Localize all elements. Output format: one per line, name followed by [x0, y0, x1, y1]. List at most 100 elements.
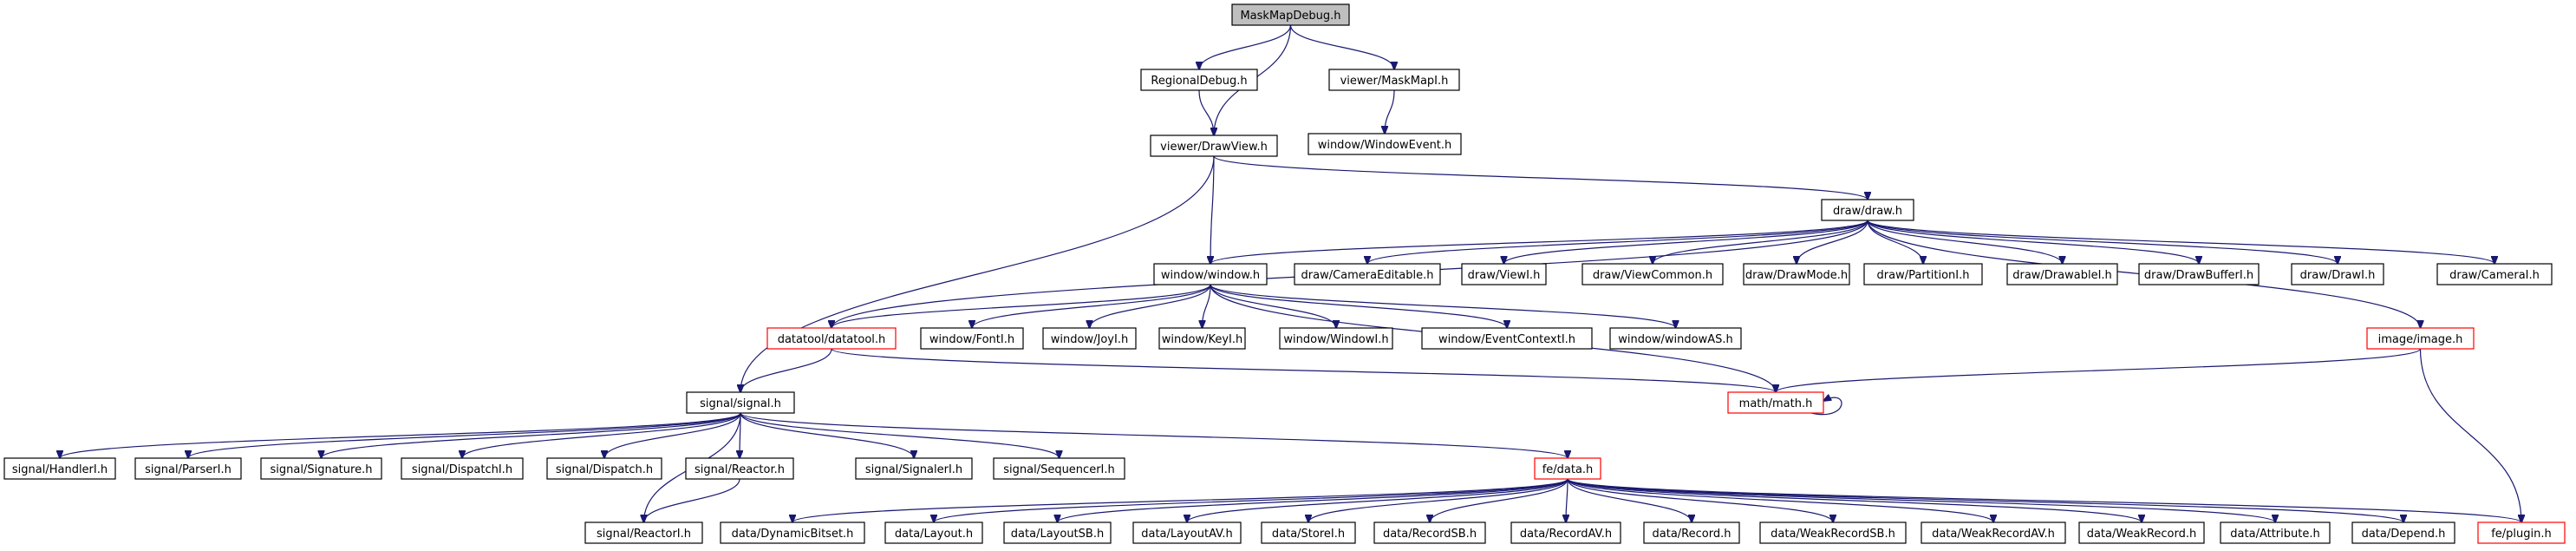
- node-window[interactable]: window/window.h: [1153, 263, 1268, 285]
- node-layoutsb[interactable]: data/LayoutSB.h: [1003, 521, 1112, 544]
- edge-fedata-to-recordav: [1566, 478, 1568, 522]
- node-signal[interactable]: signal/signal.h: [686, 391, 795, 414]
- node-fedata[interactable]: fe/data.h: [1534, 457, 1601, 480]
- node-label: data/Attribute.h: [2230, 528, 2319, 541]
- node-dispatch[interactable]: signal/Dispatch.h: [546, 457, 662, 480]
- edge-fedata-to-layoutav: [1187, 478, 1568, 522]
- node-maskmapi[interactable]: viewer/MaskMapI.h: [1328, 69, 1460, 91]
- edge-fedata-to-weakrecordav: [1567, 478, 1993, 522]
- edge-reactor-to-reactori: [644, 478, 740, 522]
- node-image[interactable]: image/image.h: [2366, 327, 2475, 350]
- edge-signal-to-dispatch: [604, 412, 741, 458]
- edge-fedata-to-attribute: [1567, 478, 2275, 522]
- node-box: [884, 521, 983, 544]
- node-draw[interactable]: draw/draw.h: [1821, 199, 1914, 221]
- node-layout[interactable]: data/Layout.h: [884, 521, 983, 544]
- node-box: [2477, 521, 2566, 544]
- node-reactori[interactable]: signal/ReactorI.h: [584, 521, 703, 544]
- node-box: [2436, 263, 2553, 285]
- edge-window-to-keyi: [1203, 284, 1211, 328]
- node-signature[interactable]: signal/Signature.h: [260, 457, 382, 480]
- edge-draw-to-partitioni: [1867, 220, 1923, 264]
- node-label: signal/ParserI.h: [145, 463, 232, 476]
- node-box: [685, 457, 794, 480]
- node-drawablei[interactable]: draw/DrawableI.h: [2006, 263, 2118, 285]
- node-box: [1727, 391, 1824, 414]
- node-box: [2220, 521, 2331, 544]
- node-weakrecord[interactable]: data/WeakRecord.h: [2078, 521, 2205, 544]
- node-box: [993, 457, 1125, 480]
- edge-drawview-to-signal: [740, 155, 1215, 392]
- node-plugin[interactable]: fe/plugin.h: [2477, 521, 2566, 544]
- node-keyi[interactable]: window/KeyI.h: [1158, 327, 1246, 350]
- edge-draw-to-viewcommon: [1653, 220, 1868, 264]
- node-box: [1140, 69, 1258, 91]
- node-joyi[interactable]: window/JoyI.h: [1042, 327, 1137, 350]
- node-label: window/FontI.h: [929, 333, 1014, 346]
- node-box: [1231, 3, 1350, 26]
- node-label: window/JoyI.h: [1051, 333, 1128, 346]
- node-layoutav[interactable]: data/LayoutAV.h: [1132, 521, 1242, 544]
- node-depend[interactable]: data/Depend.h: [2351, 521, 2455, 544]
- node-drawi[interactable]: draw/DrawI.h: [2291, 263, 2384, 285]
- node-label: draw/ViewCommon.h: [1593, 269, 1712, 282]
- node-windowas[interactable]: window/windowAS.h: [1609, 327, 1742, 350]
- node-label: math/math.h: [1739, 397, 1813, 410]
- node-label: data/Record.h: [1653, 528, 1731, 541]
- edge-fedata-to-weakrecord: [1567, 478, 2142, 522]
- node-camerai[interactable]: draw/CameraI.h: [2436, 263, 2553, 285]
- node-drawmode[interactable]: draw/DrawMode.h: [1743, 263, 1850, 285]
- edge-signal-to-fedata: [740, 412, 1568, 458]
- node-cameraeditable[interactable]: draw/CameraEditable.h: [1294, 263, 1441, 285]
- node-windowi[interactable]: window/WindowI.h: [1279, 327, 1393, 350]
- node-record[interactable]: data/Record.h: [1643, 521, 1740, 544]
- node-partitioni[interactable]: draw/PartitionI.h: [1863, 263, 1983, 285]
- node-drawbufferi[interactable]: draw/DrawBufferI.h: [2138, 263, 2260, 285]
- node-math[interactable]: math/math.h: [1727, 391, 1824, 414]
- edge-draw-to-drawmode: [1797, 220, 1868, 264]
- node-label: image/image.h: [2378, 333, 2463, 346]
- edge-draw-to-drawablei: [1867, 220, 2063, 264]
- node-box: [1279, 327, 1393, 350]
- node-sequenceri[interactable]: signal/SequencerI.h: [993, 457, 1125, 480]
- node-box: [1821, 199, 1914, 221]
- node-label: data/WeakRecordAV.h: [1932, 528, 2055, 541]
- node-label: draw/draw.h: [1833, 205, 1902, 218]
- node-label: data/Depend.h: [2362, 528, 2446, 541]
- node-box: [766, 327, 897, 350]
- node-windowevent[interactable]: window/WindowEvent.h: [1308, 133, 1462, 155]
- node-label: signal/signal.h: [700, 397, 781, 410]
- node-parseri[interactable]: signal/ParserI.h: [134, 457, 242, 480]
- node-dispatchi[interactable]: signal/DispatchI.h: [401, 457, 524, 480]
- node-label: data/LayoutAV.h: [1141, 528, 1233, 541]
- node-eventcontexti[interactable]: window/EventContextI.h: [1421, 327, 1593, 350]
- node-weakrecordsb[interactable]: data/WeakRecordSB.h: [1759, 521, 1907, 544]
- node-weakrecordav[interactable]: data/WeakRecordAV.h: [1921, 521, 2066, 544]
- node-regionaldebug[interactable]: RegionalDebug.h: [1140, 69, 1258, 91]
- node-recordav[interactable]: data/RecordAV.h: [1510, 521, 1621, 544]
- node-storei[interactable]: data/StoreI.h: [1261, 521, 1356, 544]
- node-box: [1373, 521, 1486, 544]
- node-label: signal/HandlerI.h: [12, 463, 108, 476]
- edge-image-to-math: [1776, 348, 2422, 392]
- node-attribute[interactable]: data/Attribute.h: [2220, 521, 2331, 544]
- node-viewcommon[interactable]: draw/ViewCommon.h: [1581, 263, 1724, 285]
- node-label: data/WeakRecord.h: [2087, 528, 2197, 541]
- node-dynamicbitset[interactable]: data/DynamicBitset.h: [720, 521, 865, 544]
- node-reactor[interactable]: signal/Reactor.h: [685, 457, 794, 480]
- node-viewi[interactable]: draw/ViewI.h: [1461, 263, 1547, 285]
- edge-fedata-to-record: [1567, 478, 1692, 522]
- node-signaleri[interactable]: signal/SignalerI.h: [855, 457, 973, 480]
- node-label: draw/CameraI.h: [2449, 269, 2540, 282]
- node-maskmapdebug[interactable]: MaskMapDebug.h: [1231, 3, 1350, 26]
- node-box: [1158, 327, 1246, 350]
- node-fonti[interactable]: window/FontI.h: [920, 327, 1024, 350]
- node-handleri[interactable]: signal/HandlerI.h: [3, 457, 116, 480]
- node-label: datatool/datatool.h: [778, 333, 886, 346]
- node-box: [1294, 263, 1441, 285]
- edge-signal-to-handleri: [60, 412, 741, 458]
- node-datatool[interactable]: datatool/datatool.h: [766, 327, 897, 350]
- node-recordsb[interactable]: data/RecordSB.h: [1373, 521, 1486, 544]
- node-drawview[interactable]: viewer/DrawView.h: [1150, 134, 1278, 157]
